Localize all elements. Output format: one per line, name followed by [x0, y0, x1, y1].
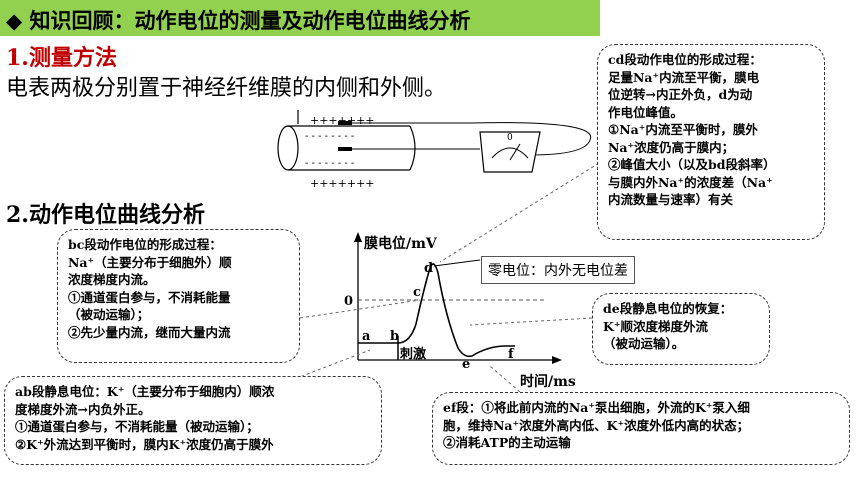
page-title-text: 知识回顾：动作电位的测量及动作电位曲线分析	[29, 9, 471, 33]
bc-line: Na⁺（主要分布于细胞外）顺	[68, 254, 232, 270]
ab-line: 度梯度外流→内负外正。	[15, 401, 151, 417]
y-axis-arrow-icon	[354, 232, 362, 242]
section1-text: 电表两极分别置于神经纤维膜的内侧和外侧。	[6, 76, 447, 101]
point-c: c	[413, 285, 421, 300]
ab-line: ②K⁺外流达到平衡时，膜内K⁺浓度仍高于膜外	[15, 436, 274, 452]
bc-line: （被动运输）；	[68, 307, 150, 322]
cd-line: ②峰值大小（以及bd段斜率）	[608, 157, 776, 172]
ef-line: ef段：①将此前内流的Na⁺泵出细胞，外流的K⁺泵入细	[443, 400, 750, 415]
bc-line: bc段动作电位的形成过程：	[68, 237, 222, 252]
cd-line: 作电位峰值。	[608, 104, 684, 120]
de-leader	[469, 317, 593, 326]
measurement-apparatus: +++++++ +++++++ - - - - - - - - - - - - …	[277, 110, 592, 190]
ef-line: 胞，维持Na⁺浓度外高内低、K⁺浓度外低内高的状态；	[443, 417, 750, 433]
minus-row-top: - - - - - - - -	[305, 131, 354, 142]
bc-leader	[299, 299, 421, 319]
stimulus-label: 刺激	[400, 346, 427, 362]
point-b: b	[390, 329, 399, 344]
meter-zero-label: 0	[507, 133, 513, 143]
zero-label: 0	[344, 294, 353, 309]
action-potential-curve	[358, 263, 515, 358]
bc-line: 浓度梯度内流。	[68, 272, 156, 287]
meter-needle	[509, 143, 521, 161]
de-line: K⁺顺浓度梯度外流	[603, 318, 708, 334]
cd-line: ①Na⁺内流至平衡时，膜外	[608, 122, 758, 137]
zero-potential-callout: 零电位：内外无电位差	[481, 256, 635, 284]
cd-line: 位逆转→内正外负，d为动	[608, 87, 753, 102]
y-axis-label: 膜电位/mV	[364, 235, 438, 252]
de-line: （被动运输）。	[603, 336, 685, 351]
point-e: e	[462, 357, 470, 372]
cd-line: cd段动作电位的形成过程：	[608, 52, 762, 67]
bc-line: ①通道蛋白参与，不消耗能量	[68, 289, 231, 305]
meter-dial	[491, 147, 529, 159]
x-axis-arrow-icon	[552, 356, 562, 364]
bc-segment-box: bc段动作电位的形成过程： Na⁺（主要分布于细胞外）顺 浓度梯度内流。 ①通道…	[57, 229, 300, 363]
ef-leader	[489, 365, 521, 393]
minus-row-bottom: - - - - - - - -	[305, 158, 354, 169]
cd-line: 足量Na⁺内流至平衡，膜电	[608, 69, 760, 85]
ab-leader	[244, 349, 371, 399]
ab-line: ①通道蛋白参与，不消耗能量（被动运输）；	[15, 419, 259, 434]
cd-segment-box: cd段动作电位的形成过程： 足量Na⁺内流至平衡，膜电 位逆转→内正外负，d为动…	[597, 44, 825, 240]
plus-row-bottom: +++++++	[310, 177, 375, 190]
wire-outer	[352, 122, 592, 156]
ab-line: ab段静息电位：K⁺（主要分布于细胞内）顺浓	[15, 384, 275, 399]
diamond-bullet-icon: ◆	[6, 9, 23, 33]
fiber-end-right	[409, 125, 416, 171]
cd-line: 与膜内外Na⁺的浓度差（Na⁺	[608, 174, 773, 190]
section1-heading: 1.测量方法	[6, 45, 117, 71]
title-bar	[0, 0, 600, 36]
electrode-inner	[338, 147, 352, 151]
zero-callout-leader	[433, 259, 481, 267]
de-line: de段静息电位的恢复：	[603, 301, 733, 316]
cd-line: Na⁺浓度仍高于膜内；	[608, 139, 735, 155]
plus-row-top: +++++++	[310, 114, 375, 127]
section2-heading: 2.动作电位曲线分析	[6, 202, 205, 228]
x-axis-label: 时间/ms	[520, 373, 576, 390]
cd-line: 内流数量与速率）有关	[608, 192, 734, 207]
ab-segment-box: ab段静息电位：K⁺（主要分布于细胞内）顺浓 度梯度外流→内负外正。 ①通道蛋白…	[4, 376, 382, 465]
page-title: ◆ 知识回顾：动作电位的测量及动作电位曲线分析	[6, 5, 470, 35]
meter-icon	[479, 131, 541, 173]
action-potential-graph: 膜电位/mV 时间/ms 0 刺激 a b c d e f	[344, 232, 576, 390]
point-a: a	[362, 329, 371, 344]
ef-segment-box: ef段：①将此前内流的Na⁺泵出细胞，外流的K⁺泵入细 胞，维持Na⁺浓度外高内…	[432, 392, 850, 465]
bc-line: ②先少量内流，继而大量内流	[68, 324, 231, 340]
electrode-outer	[338, 121, 352, 125]
de-segment-box: de段静息电位的恢复： K⁺顺浓度梯度外流 （被动运输）。	[592, 293, 770, 365]
cd-leader	[439, 159, 605, 263]
point-d: d	[424, 261, 433, 276]
ef-line: ②消耗ATP的主动运输	[443, 435, 571, 450]
point-f: f	[508, 347, 515, 362]
